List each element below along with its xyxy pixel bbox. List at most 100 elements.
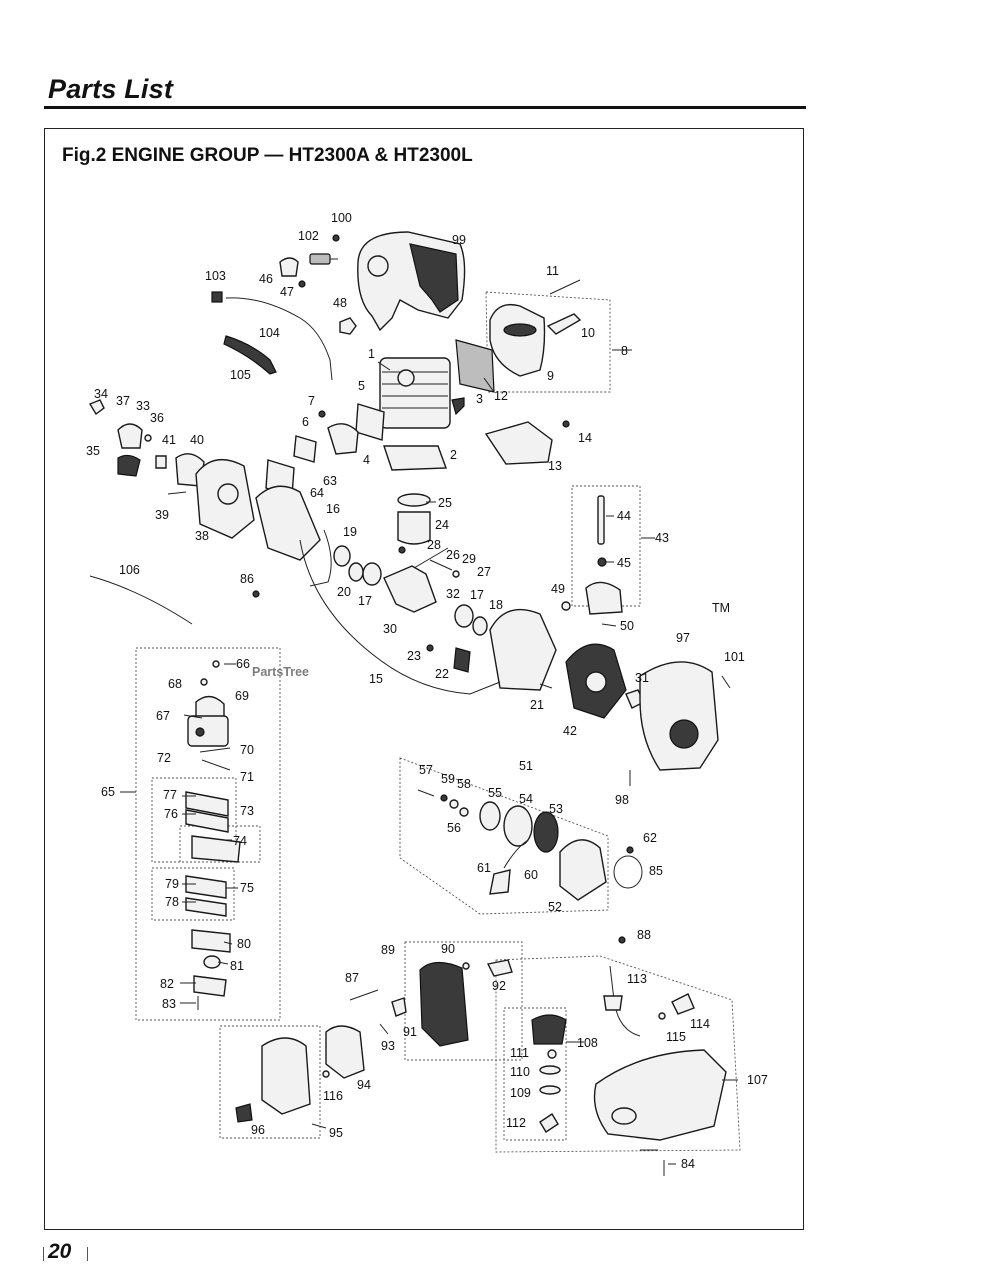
callout-48: 48 (333, 296, 347, 310)
part-filter-81 (203, 955, 221, 969)
part-spring-58 (449, 799, 459, 809)
part-washer-49 (561, 601, 571, 611)
part-gasket-78 (185, 897, 227, 917)
part-gasket-63 (293, 435, 317, 463)
callout-54: 54 (519, 792, 533, 806)
callout-32: 32 (446, 587, 460, 601)
part-nut-48 (339, 317, 357, 335)
part-intake-6 (327, 423, 359, 455)
callout-92: 92 (492, 979, 506, 993)
group-box-43 (571, 485, 641, 607)
part-shaft-44 (597, 495, 605, 545)
callout-102: 102 (298, 229, 319, 243)
callout-104: 104 (259, 326, 280, 340)
part-knob-96 (235, 1103, 253, 1123)
callout-29: 29 (462, 552, 476, 566)
part-key-22 (453, 647, 471, 673)
callout-46: 46 (259, 272, 273, 286)
part-bolt-7 (318, 410, 326, 418)
part-cover-80 (191, 929, 231, 953)
part-fuel-cap-108 (531, 1014, 567, 1045)
callout-7: 7 (308, 394, 315, 408)
callout-6: 6 (302, 415, 309, 429)
callout-107: 107 (747, 1073, 768, 1087)
part-cylinder-cover (357, 231, 466, 332)
part-seal-18 (472, 616, 488, 636)
part-bolt-101 (721, 675, 731, 689)
part-spark-plug (309, 253, 338, 265)
callout-88: 88 (637, 928, 651, 942)
callout-101: 101 (724, 650, 745, 664)
callout-31: 31 (635, 671, 649, 685)
callout-10: 10 (581, 326, 595, 340)
callout-81: 81 (230, 959, 244, 973)
callout-75: 75 (240, 881, 254, 895)
callout-89: 89 (381, 943, 395, 957)
callout-65: 65 (101, 785, 115, 799)
callout-100: 100 (331, 211, 352, 225)
callout-36: 36 (150, 411, 164, 425)
callout-79: 79 (165, 877, 179, 891)
callout-58: 58 (457, 777, 471, 791)
callout-18: 18 (489, 598, 503, 612)
callout-20: 20 (337, 585, 351, 599)
callout-16: 16 (326, 502, 340, 516)
part-fan-cover-97 (639, 661, 719, 771)
part-adapter-bore (217, 483, 239, 505)
callout-2: 2 (450, 448, 457, 462)
callout-78: 78 (165, 895, 179, 909)
part-cable-106 (89, 575, 193, 625)
part-diaphragm-77 (185, 791, 229, 817)
callout-13: 13 (548, 459, 562, 473)
callout-71: 71 (240, 770, 254, 784)
part-connector-103 (211, 291, 223, 303)
part-pawl-56 (459, 807, 469, 817)
group-box-108 (503, 1007, 567, 1141)
watermark: PartsTree (252, 665, 309, 679)
part-wire-16 (309, 529, 332, 587)
part-bearing-17 (362, 562, 382, 586)
callout-83: 83 (162, 997, 176, 1011)
callout-105: 105 (230, 368, 251, 382)
callout-40: 40 (190, 433, 204, 447)
callout-11: 11 (546, 264, 559, 278)
callout-24: 24 (435, 518, 449, 532)
part-strap-112 (539, 1113, 559, 1133)
callout-53: 53 (549, 802, 563, 816)
part-screw-50 (601, 623, 617, 627)
callout-59: 59 (441, 772, 455, 786)
callout-115: 115 (666, 1030, 686, 1044)
callout-52: 52 (548, 900, 562, 914)
callout-84: 84 (681, 1157, 695, 1171)
callout-110: 110 (510, 1065, 530, 1079)
part-insulator-5 (355, 403, 385, 441)
part-ring-85 (613, 855, 643, 889)
part-bolt-14 (562, 420, 570, 428)
callout-3: 3 (476, 392, 483, 406)
callout-95: 95 (329, 1126, 343, 1140)
part-muffler (489, 303, 546, 377)
part-bolt-23 (426, 644, 434, 652)
part-bolt-11 (549, 279, 581, 295)
callout-21: 21 (530, 698, 544, 712)
callout-67: 67 (156, 709, 170, 723)
part-starter-case-52 (559, 839, 607, 901)
part-handle-61 (489, 869, 511, 895)
page-number: 20 (48, 1240, 72, 1263)
callout-15: 15 (369, 672, 383, 686)
watermark-tm: TM (712, 601, 730, 615)
callout-45: 45 (617, 556, 631, 570)
callout-26: 26 (446, 548, 460, 562)
callout-97: 97 (676, 631, 690, 645)
group-box-89 (404, 941, 523, 1061)
part-rings-25 (397, 493, 431, 507)
callout-62: 62 (643, 831, 657, 845)
callout-28: 28 (427, 538, 441, 552)
callout-49: 49 (551, 582, 565, 596)
callout-96: 96 (251, 1123, 265, 1137)
callout-60: 60 (524, 868, 538, 882)
part-diaphragm-79 (185, 875, 227, 899)
callout-51: 51 (519, 759, 533, 773)
callout-39: 39 (155, 508, 169, 522)
callout-103: 103 (205, 269, 226, 283)
